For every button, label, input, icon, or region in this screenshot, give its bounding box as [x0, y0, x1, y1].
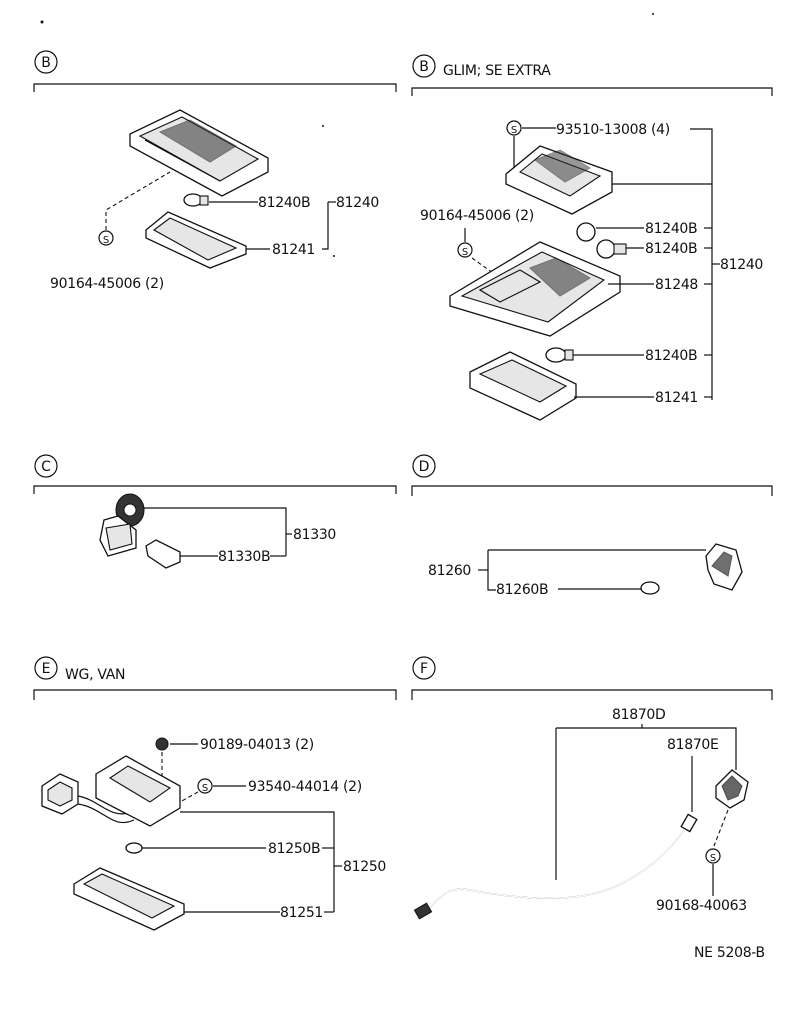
- section-f-letter: F: [420, 661, 428, 677]
- print-specks: [40, 13, 654, 257]
- lamp-housing-81248: [449, 241, 621, 337]
- label-81250b: 81250B: [268, 841, 320, 857]
- connector-81870e: [715, 769, 749, 809]
- footer-code: NE 5208-B: [694, 945, 765, 961]
- lens-81241-right: [469, 351, 577, 421]
- section-b-left: B S 81240B 81240 8124: [33, 50, 397, 292]
- label-81251: 81251: [280, 905, 323, 921]
- section-e-title: WG, VAN: [65, 667, 125, 683]
- bulb-81240b-b: [596, 239, 627, 259]
- label-81240b-a: 81240B: [645, 221, 697, 237]
- svg-text:S: S: [462, 247, 468, 258]
- section-e-letter: E: [42, 661, 51, 677]
- label-81248: 81248: [655, 277, 698, 293]
- section-c-badge: [34, 454, 58, 478]
- label-81870d: 81870D: [612, 707, 666, 723]
- wire-harness-81870d: [413, 813, 698, 920]
- nut-90189: [155, 737, 169, 751]
- section-b-right-title: GLIM; SE EXTRA: [443, 63, 551, 79]
- label-81330b: 81330B: [218, 549, 270, 565]
- dome-lamp-housing: [129, 109, 269, 197]
- label-81240-right: 81240: [720, 257, 763, 273]
- section-f-badge: [412, 656, 436, 680]
- lamp-bracket-frame: [505, 145, 613, 215]
- section-e: E WG, VAN 90189-04013 (2) S 93540-44014 …: [33, 656, 397, 931]
- section-f-bracket: [411, 689, 773, 700]
- screw-s-f: S: [705, 848, 721, 864]
- socket-81330: [99, 493, 145, 557]
- section-c: C 81330 81330B: [33, 454, 397, 569]
- label-90189: 90189-04013 (2): [200, 737, 314, 753]
- bulb-81260b: [640, 581, 660, 595]
- label-81260: 81260: [428, 563, 471, 579]
- label-90168: 90168-40063: [656, 898, 747, 914]
- section-b-left-letter: B: [41, 55, 51, 71]
- section-d: D 81260 81260B: [411, 454, 773, 598]
- section-e-bracket: [33, 689, 397, 700]
- section-b-right-letter: B: [419, 59, 429, 75]
- lens-81241-left: [145, 211, 247, 269]
- section-d-letter: D: [419, 459, 430, 475]
- svg-text:S: S: [710, 853, 716, 864]
- bulb-81330b: [145, 539, 181, 569]
- screw-s-top: S: [506, 120, 522, 136]
- screw-s-left: S: [98, 230, 114, 246]
- lens-81251: [73, 867, 185, 931]
- section-e-badge: [34, 656, 58, 680]
- label-93510: 93510-13008 (4): [556, 122, 670, 138]
- socket-81260: [705, 543, 743, 591]
- section-b-left-badge: [34, 50, 58, 74]
- label-81240b-c: 81240B: [645, 348, 697, 364]
- label-93540: 93540-44014 (2): [248, 779, 362, 795]
- lamp-81250: [41, 755, 181, 827]
- label-81241-left: 81241: [272, 242, 315, 258]
- section-b-right: B GLIM; SE EXTRA S 93510-13008 (4) 81240…: [411, 54, 773, 421]
- bulb-81240b-c: [545, 347, 574, 363]
- label-81240b-b: 81240B: [645, 241, 697, 257]
- svg-text:S: S: [511, 125, 517, 136]
- bulb-81240b-left: [183, 193, 209, 207]
- section-c-bracket: [33, 485, 397, 494]
- screw-s-mid: S: [457, 242, 473, 258]
- section-f: F 81870D 81870E S 90168-40063 NE 5208-B: [411, 656, 773, 961]
- section-b-right-bracket: [411, 87, 773, 96]
- section-b-left-bracket: [33, 83, 397, 92]
- label-90164-left: 90164-45006 (2): [50, 276, 164, 292]
- screw-s-e: S: [197, 778, 213, 794]
- label-81240b-left: 81240B: [258, 195, 310, 211]
- label-81240-left: 81240: [336, 195, 379, 211]
- section-c-letter: C: [41, 459, 51, 475]
- label-81870e: 81870E: [667, 737, 719, 753]
- bulb-81250b: [125, 842, 143, 854]
- bulb-81240b-a: [576, 222, 596, 242]
- label-81241-right: 81241: [655, 390, 698, 406]
- section-b-right-badge: [412, 54, 436, 78]
- svg-text:S: S: [103, 235, 109, 246]
- label-81250: 81250: [343, 859, 386, 875]
- section-d-bracket: [411, 485, 773, 496]
- label-90164-right: 90164-45006 (2): [420, 208, 534, 224]
- section-d-badge: [412, 454, 436, 478]
- svg-text:S: S: [202, 783, 208, 794]
- label-81330: 81330: [293, 527, 336, 543]
- label-81260b: 81260B: [496, 582, 548, 598]
